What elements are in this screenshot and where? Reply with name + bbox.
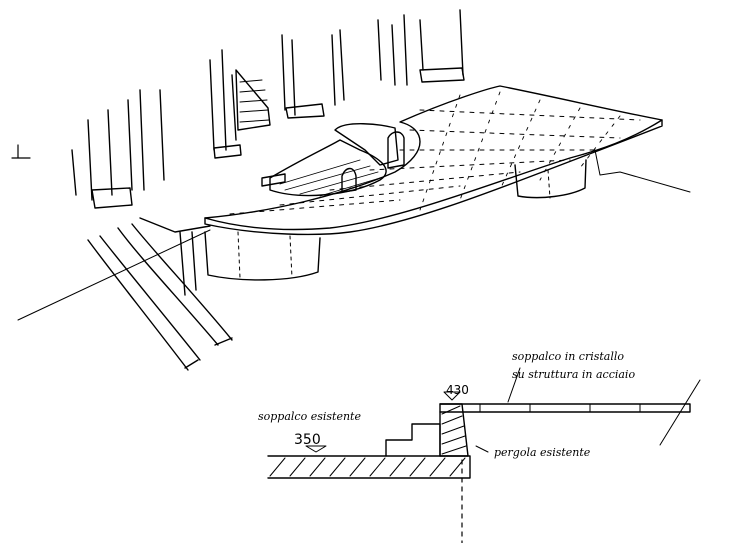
note-existing-mezzanine: soppalco esistente: [258, 410, 361, 423]
level-label-right: 430: [446, 383, 469, 397]
pergola-volumes: [17, 149, 691, 371]
level-label-left: 350: [294, 432, 321, 448]
glass-platform: [204, 85, 663, 236]
note-glass-mezzanine: soppalco in cristallo: [512, 350, 624, 363]
note-existing-pergola: pergola esistente: [494, 446, 591, 459]
section-detail: [267, 367, 701, 543]
note-steel-structure: su struttura in acciaio: [512, 368, 635, 381]
building-facade: [11, 9, 465, 209]
